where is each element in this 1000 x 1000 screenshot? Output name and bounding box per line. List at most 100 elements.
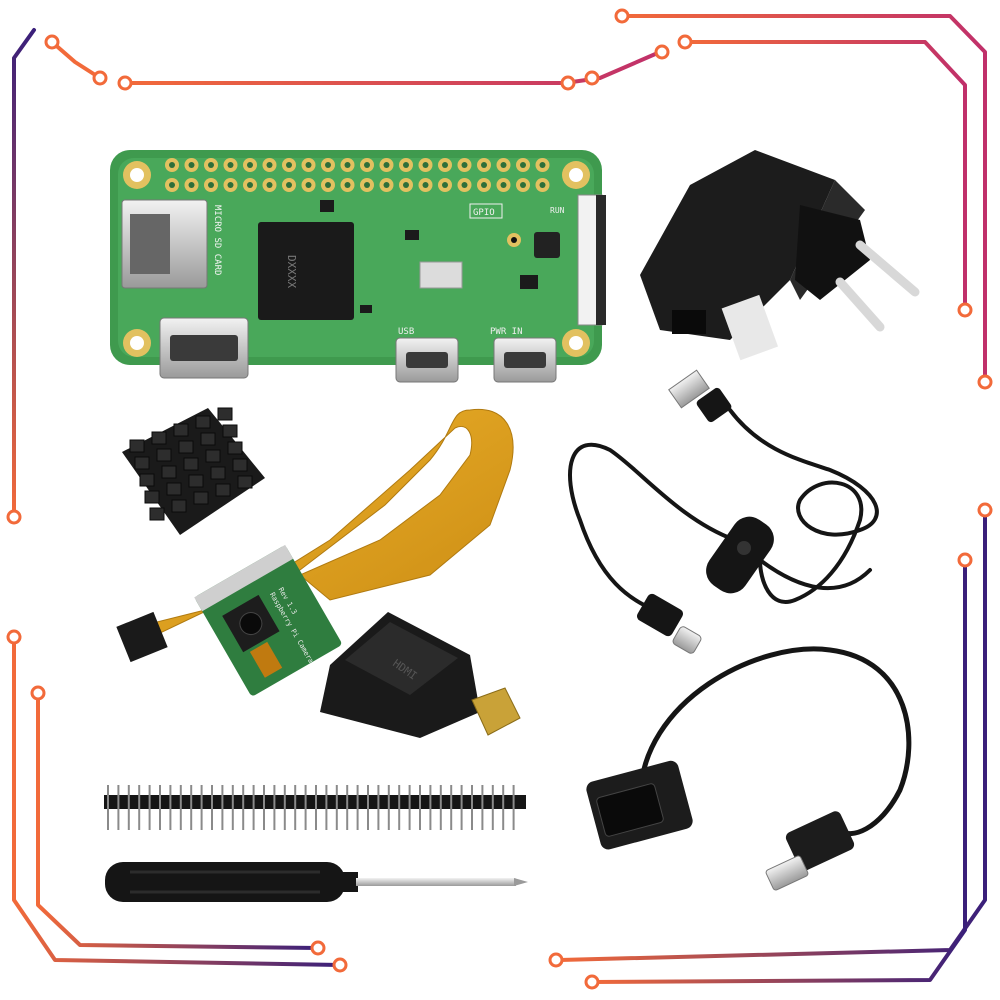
heatsink-fin [210, 466, 226, 480]
heatsink-fin [139, 473, 155, 487]
trace-node [560, 75, 576, 91]
trace-node [977, 374, 993, 390]
usb-switch-cable [568, 369, 879, 654]
trace-node [310, 940, 326, 956]
heatsink-fin [222, 424, 238, 438]
gpio-pad-hole [266, 182, 273, 188]
gpio-pad-hole [188, 182, 195, 188]
gpio-pad-hole [247, 162, 253, 168]
cable-wire [728, 408, 879, 604]
screwdriver-shaft [356, 878, 516, 886]
usb-c-plug-metal [672, 626, 702, 654]
gpio-pad-hole [188, 162, 195, 168]
circuit-trace-nodes [6, 8, 993, 990]
adapter-body [640, 150, 835, 340]
heatsink [122, 407, 265, 535]
hdmi-adapter-plug [471, 687, 521, 736]
gpio-pad-hole [500, 182, 507, 188]
gpio-pad-hole [169, 162, 175, 168]
screwdriver-collar [340, 872, 358, 892]
gpio-pad-hole [520, 162, 526, 168]
micro-usb-port-opening [406, 352, 448, 368]
mounting-hole [569, 168, 583, 182]
gpio-pad-hole [520, 182, 526, 188]
screwdriver-grip [130, 870, 320, 894]
gpio-pad-hole [325, 182, 331, 188]
gpio-pad-hole [286, 162, 292, 168]
sd-card-label: MICRO SD CARD [212, 205, 222, 275]
usb-c-plug-body [637, 593, 683, 637]
gpio-pad-hole [461, 162, 468, 168]
trace-node [957, 552, 973, 568]
smd-component [534, 232, 560, 258]
otg-cable [586, 646, 912, 891]
heatsink-fin [156, 448, 172, 462]
cable-wire [568, 442, 737, 612]
adapter-usb-port [672, 310, 706, 334]
heatsink-fin [171, 499, 187, 513]
gpio-pad-hole [364, 162, 370, 168]
heatsink-fin [200, 432, 216, 446]
heatsink-fin [227, 441, 243, 455]
gpio-pad-hole [305, 162, 312, 168]
heatsink-fin [232, 458, 248, 472]
heatsink-fin [205, 449, 221, 463]
gpio-pad-hole [500, 162, 507, 168]
heatsink-fins [129, 407, 253, 521]
trace-node [584, 974, 600, 990]
mounting-hole [130, 336, 144, 350]
smd-component [419, 261, 463, 289]
heatsink-fin [173, 423, 189, 437]
trace-node [6, 509, 22, 525]
smd-component [360, 305, 372, 313]
screwdriver-handle [105, 862, 345, 902]
trace-top-right [620, 14, 987, 382]
gpio-pad-hole [422, 182, 429, 188]
trace-left-bottom-2 [36, 691, 320, 950]
adapter-face [755, 150, 865, 300]
heatsink-fin [161, 465, 177, 479]
gpio-pad-hole [169, 182, 175, 188]
gpio-pad-hole [227, 162, 234, 168]
flex-cable-ribbon [124, 408, 514, 646]
smd-component [320, 200, 334, 212]
micro-usb-power-port-opening [504, 352, 546, 368]
heatsink-fin [193, 491, 209, 505]
gpio-pad-hole [227, 182, 234, 188]
pin-header-strip [104, 785, 526, 830]
inline-switch [706, 516, 774, 594]
heatsink-fin [166, 482, 182, 496]
gpio-pad-hole [383, 182, 390, 188]
camera-flex-cable [116, 408, 514, 663]
trace-right-bottom [558, 508, 987, 962]
micro-usb-plug-metal [765, 855, 809, 891]
trace-node [30, 685, 46, 701]
trace-top-left-2 [50, 40, 102, 80]
trace-top-right-2 [683, 40, 967, 312]
gpio-pad-hole [539, 182, 546, 188]
camera-sensor-cable [249, 641, 283, 678]
gpio-pad-hole [481, 162, 487, 168]
gpio-pad-hole [208, 162, 214, 168]
trace-left-bottom [12, 635, 342, 967]
camera-module: Raspberry Pi Camera Rev 1.3 [194, 544, 342, 696]
camera-connector-latch [596, 195, 606, 325]
soc-chip [258, 222, 354, 320]
camera-connector [194, 544, 294, 612]
gpio-pad-hole [442, 162, 448, 168]
gpio-label-box [469, 203, 503, 219]
heatsink-fin [215, 483, 231, 497]
heatsink-fin [217, 407, 233, 421]
trace-node [6, 629, 22, 645]
heatsink-fin [178, 440, 194, 454]
gpio-pad-hole [383, 162, 390, 168]
circuit-trace-frame [12, 14, 987, 984]
heatsink-fin [183, 457, 199, 471]
trace-right-bottom-2 [590, 558, 967, 984]
mounting-hole [569, 336, 583, 350]
gpio-pad-hole [344, 182, 351, 188]
heatsink-fin [134, 456, 150, 470]
gpio-pad-hole [266, 162, 273, 168]
screwdriver-tip [514, 878, 528, 886]
